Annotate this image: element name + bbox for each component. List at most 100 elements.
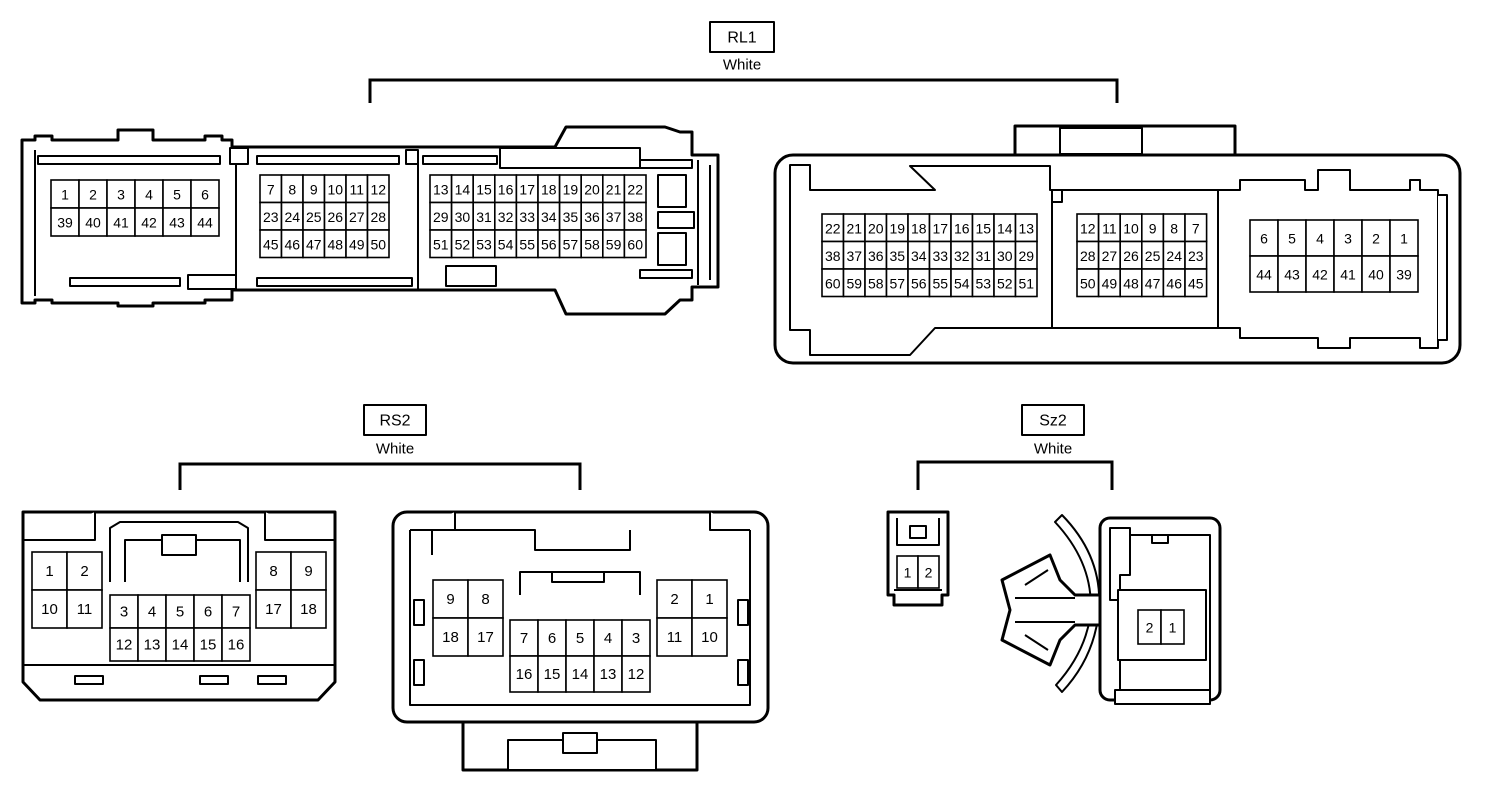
pin-number: 5 — [173, 187, 181, 203]
rl1-left-key-1 — [229, 147, 249, 165]
rl1-bracket — [368, 78, 1119, 103]
pin-cell — [193, 627, 223, 662]
rs2-right-side-key-1 — [413, 599, 425, 626]
pin-number: 26 — [1123, 248, 1139, 264]
pin-number: 10 — [327, 181, 343, 197]
pin-number: 2 — [1372, 231, 1380, 247]
pin-cell — [565, 655, 595, 693]
pin-number: 10 — [41, 601, 58, 618]
pin-number: 9 — [446, 591, 454, 608]
pin-number: 48 — [1123, 275, 1139, 291]
rl1-left-rail-bottom-b — [256, 277, 413, 287]
rl1-left-rail-top-b — [256, 155, 400, 165]
pin-cell — [1305, 255, 1335, 293]
pin-number: 3 — [117, 187, 125, 203]
rl1-left-end-wall — [21, 140, 36, 303]
pin-number: 52 — [997, 275, 1013, 291]
pin-number: 17 — [265, 601, 282, 618]
pin-number: 2 — [80, 563, 88, 580]
rl1-left-rail-top — [37, 155, 221, 165]
pin-number: 39 — [57, 215, 73, 231]
pin-cell — [467, 617, 504, 657]
pin-number: 18 — [541, 181, 557, 197]
pin-number: 12 — [370, 181, 386, 197]
pin-number: 29 — [1018, 248, 1034, 264]
pin-number: 29 — [433, 209, 449, 225]
pin-number: 56 — [911, 275, 927, 291]
pin-number: 15 — [200, 637, 217, 654]
rl1-right-key — [1051, 189, 1063, 203]
pin-number: 55 — [932, 275, 948, 291]
rl1-right-top-lock-inner — [1059, 127, 1143, 155]
sz2-clip-details — [1015, 569, 1075, 651]
rs2-left-foot-1 — [74, 675, 104, 685]
rl1-left-side-rail-bottom — [639, 269, 693, 279]
pin-number: 18 — [911, 220, 927, 236]
pin-number: 55 — [519, 236, 535, 252]
pin-cell — [366, 229, 390, 259]
pin-number: 18 — [300, 601, 317, 618]
pin-cell — [1333, 255, 1363, 293]
rl1-left-latch-window — [499, 147, 641, 169]
pin-cell — [565, 619, 595, 657]
rl1-right-end-wall — [1438, 194, 1448, 341]
pin-number: 25 — [1145, 248, 1161, 264]
pin-number: 4 — [148, 604, 156, 621]
sz2-bracket — [916, 460, 1114, 490]
pin-number: 32 — [498, 209, 514, 225]
pin-number: 31 — [975, 248, 991, 264]
rl1-left-side-edges — [697, 160, 711, 285]
pin-number: 54 — [498, 236, 514, 252]
pin-number: 34 — [541, 209, 557, 225]
rl1-left-side-block-2 — [657, 211, 695, 229]
pin-number: 30 — [997, 248, 1013, 264]
pin-number: 35 — [563, 209, 579, 225]
pin-number: 5 — [576, 630, 584, 647]
pin-number: 8 — [269, 563, 277, 580]
pin-number: 28 — [1080, 248, 1096, 264]
pin-number: 39 — [1396, 267, 1412, 283]
sz2-left-frame — [894, 518, 942, 591]
pin-number: 23 — [263, 209, 279, 225]
pin-number: 3 — [632, 630, 640, 647]
pin-number: 21 — [846, 220, 862, 236]
pin-number: 1 — [1400, 231, 1408, 247]
pin-number: 59 — [846, 275, 862, 291]
pin-number: 51 — [433, 236, 449, 252]
pin-number: 26 — [327, 209, 343, 225]
pin-number: 37 — [846, 248, 862, 264]
pin-number: 50 — [370, 236, 386, 252]
pin-cell — [1184, 268, 1208, 298]
pin-number: 53 — [975, 275, 991, 291]
rs2-left-frame — [23, 512, 335, 666]
pin-number: 9 — [304, 563, 312, 580]
rs2-right-side-key-4 — [737, 659, 749, 686]
pin-cell — [109, 627, 139, 662]
pin-cell — [1389, 255, 1419, 293]
pin-cell — [917, 555, 940, 589]
pin-number: 51 — [1018, 275, 1034, 291]
pin-number: 7 — [232, 604, 240, 621]
rl1-left-rail-top-c — [422, 155, 498, 165]
rs2-left-foot-3 — [257, 675, 287, 685]
pin-number: 43 — [169, 215, 185, 231]
pin-cell — [509, 655, 539, 693]
pin-number: 8 — [481, 591, 489, 608]
rs2-header: RS2 White — [178, 404, 582, 490]
pin-number: 11 — [1102, 220, 1117, 236]
pin-number: 33 — [519, 209, 535, 225]
rs2-code: RS2 — [379, 413, 410, 430]
pin-cell — [432, 579, 469, 619]
pin-number: 60 — [627, 236, 643, 252]
pin-number: 9 — [1149, 220, 1157, 236]
pin-cell — [656, 579, 693, 619]
pin-number: 34 — [911, 248, 927, 264]
pin-number: 38 — [627, 209, 643, 225]
rs2-right-latch-tab — [551, 571, 605, 583]
pin-number: 13 — [144, 637, 161, 654]
